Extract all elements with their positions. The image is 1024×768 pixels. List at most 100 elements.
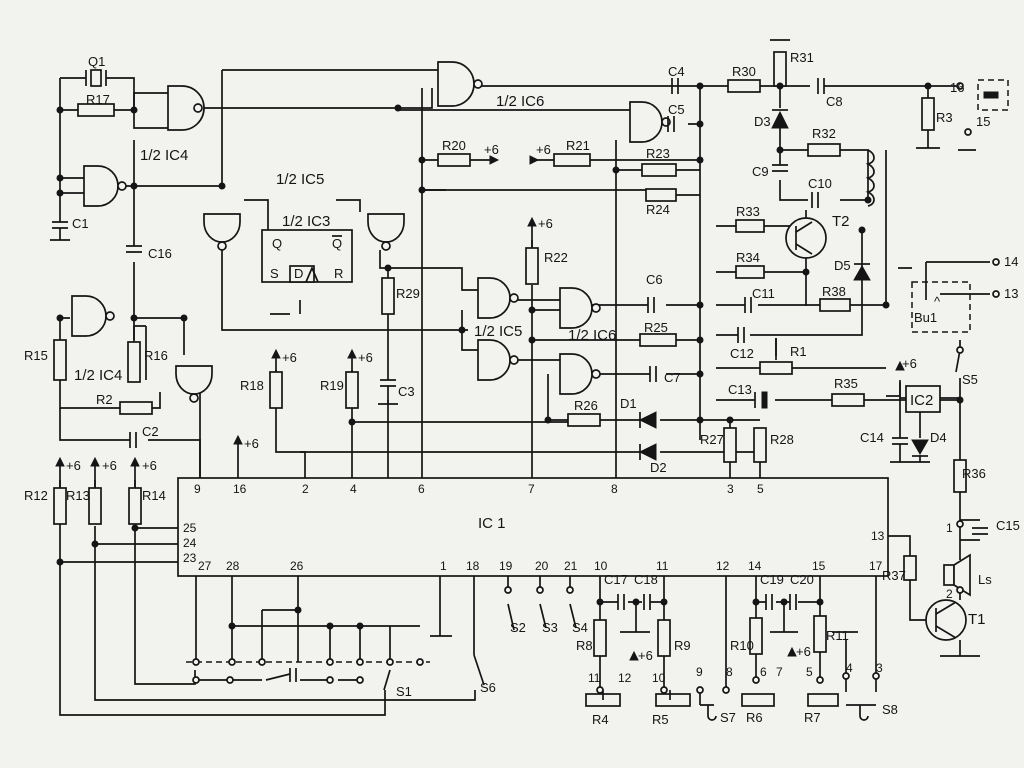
nand-gate-ic6-b	[629, 101, 663, 143]
crystal-q1	[85, 69, 107, 87]
label-c8: C8	[826, 94, 843, 109]
label-r6: R6	[746, 710, 763, 725]
ic1-pin-25: 25	[183, 521, 197, 535]
label-r13: R13	[66, 488, 90, 503]
capacitor-plates	[52, 78, 988, 610]
label-c1: C1	[72, 216, 89, 231]
label-r35: R35	[834, 376, 858, 391]
label-r17: R17	[86, 92, 110, 107]
diode-symbols	[638, 109, 929, 461]
label-t1: T1	[968, 611, 986, 628]
nand-gate-ic4-d	[175, 365, 213, 395]
label-r3: R3	[936, 110, 953, 125]
label-r10: R10	[730, 638, 754, 653]
nand-gate-ic5-b	[367, 213, 405, 243]
label-c20: C20	[790, 572, 814, 587]
supply-r18: +6	[282, 350, 297, 365]
node-4: 4	[846, 661, 853, 675]
label-ic5-mid: 1/2 IC5	[474, 323, 522, 340]
label-s4: S4	[572, 620, 588, 635]
switch-contacts	[186, 82, 1000, 721]
label-r26: R26	[574, 398, 598, 413]
label-ic5-top: 1/2 IC5	[276, 171, 324, 188]
pot-wipers	[133, 325, 777, 700]
label-r12: R12	[24, 488, 48, 503]
ic1-pin-10: 10	[594, 559, 608, 573]
supply-arrows	[55, 155, 905, 661]
resistor-bodies	[53, 51, 967, 707]
label-c5: C5	[668, 102, 685, 117]
label-r5: R5	[652, 712, 669, 727]
ls-pin-2: 2	[946, 587, 953, 601]
connector-pin-16: 16	[950, 80, 964, 95]
supply-r7: +6	[796, 644, 811, 659]
label-r36: R36	[962, 466, 986, 481]
label-d3: D3	[754, 114, 771, 129]
ic1-block: IC 1 9 16 2 4 6 7 8 3 5 25 24 23 27 28 2…	[177, 477, 889, 577]
inductor	[865, 149, 875, 207]
ic1-pin-17: 17	[869, 559, 883, 573]
speaker-ls	[943, 553, 971, 597]
label-r32: R32	[812, 126, 836, 141]
label-ic4-bottom: 1/2 IC4	[74, 367, 122, 384]
label-c2: C2	[142, 424, 159, 439]
label-c9: C9	[752, 164, 769, 179]
label-r4: R4	[592, 712, 609, 727]
ic1-pin-7: 7	[528, 482, 535, 496]
label-r20: R20	[442, 138, 466, 153]
ic1-pin-3: 3	[727, 482, 734, 496]
ic1-pin-15: 15	[812, 559, 826, 573]
ic3-pin-qbar: Q	[332, 236, 342, 251]
label-s5: S5	[962, 372, 978, 387]
supply-r13: +6	[102, 458, 117, 473]
label-c16: C16	[148, 246, 172, 261]
connector-pin-15: 15	[976, 114, 990, 129]
nand-gate-ic4-a	[167, 85, 205, 131]
nand-gate-ic4-c	[71, 295, 107, 337]
supply-r22: +6	[538, 216, 553, 231]
ic3-pin-s: S	[270, 266, 279, 281]
supply-r12: +6	[66, 458, 81, 473]
supply-r19: +6	[358, 350, 373, 365]
ic1-pin-26: 26	[290, 559, 304, 573]
connector-pin-13: 13	[1004, 286, 1018, 301]
ic1-pin-20: 20	[535, 559, 549, 573]
label-c12: C12	[730, 346, 754, 361]
label-ic2: IC2	[910, 392, 933, 409]
supply-labels: +6 +6 +6 +6 +6 +6 +6 +6 +6 +6 +6 +6	[66, 142, 917, 663]
label-ic4-top: 1/2 IC4	[140, 147, 188, 164]
label-bu1: Bu1	[914, 310, 937, 325]
nand-gate-ic5-c	[477, 277, 511, 319]
junction-dots	[56, 82, 964, 630]
label-c17: C17	[604, 572, 628, 587]
supply-r14: +6	[142, 458, 157, 473]
label-r31: R31	[790, 50, 814, 65]
ic1-pin-6: 6	[418, 482, 425, 496]
node-5: 5	[806, 665, 813, 679]
logic-gates	[71, 61, 671, 403]
ic1-pin-5: 5	[757, 482, 764, 496]
ic1-pin-12: 12	[716, 559, 730, 573]
ic1-pin-1: 1	[440, 559, 447, 573]
ic3-pin-d: D	[294, 266, 303, 281]
label-d2: D2	[650, 460, 667, 475]
connector-pin-14: 14	[1004, 254, 1018, 269]
nand-gate-ic5-a	[203, 213, 241, 243]
label-r21: R21	[566, 138, 590, 153]
node-11: 11	[588, 671, 601, 685]
label-r27: R27	[700, 432, 724, 447]
ic1-label: IC 1	[478, 515, 506, 532]
node-8: 8	[726, 665, 733, 679]
node-10: 10	[652, 671, 666, 685]
label-r1: R1	[790, 344, 807, 359]
connector-box	[977, 79, 1009, 111]
ic1-pin-8: 8	[611, 482, 618, 496]
bu1-mark: ^	[934, 294, 941, 309]
nand-gate-ic6-c	[559, 287, 593, 329]
label-r28: R28	[770, 432, 794, 447]
label-r2: R2	[96, 392, 113, 407]
ls-pin-1: 1	[946, 521, 953, 535]
label-s2: S2	[510, 620, 526, 635]
label-r14: R14	[142, 488, 166, 503]
